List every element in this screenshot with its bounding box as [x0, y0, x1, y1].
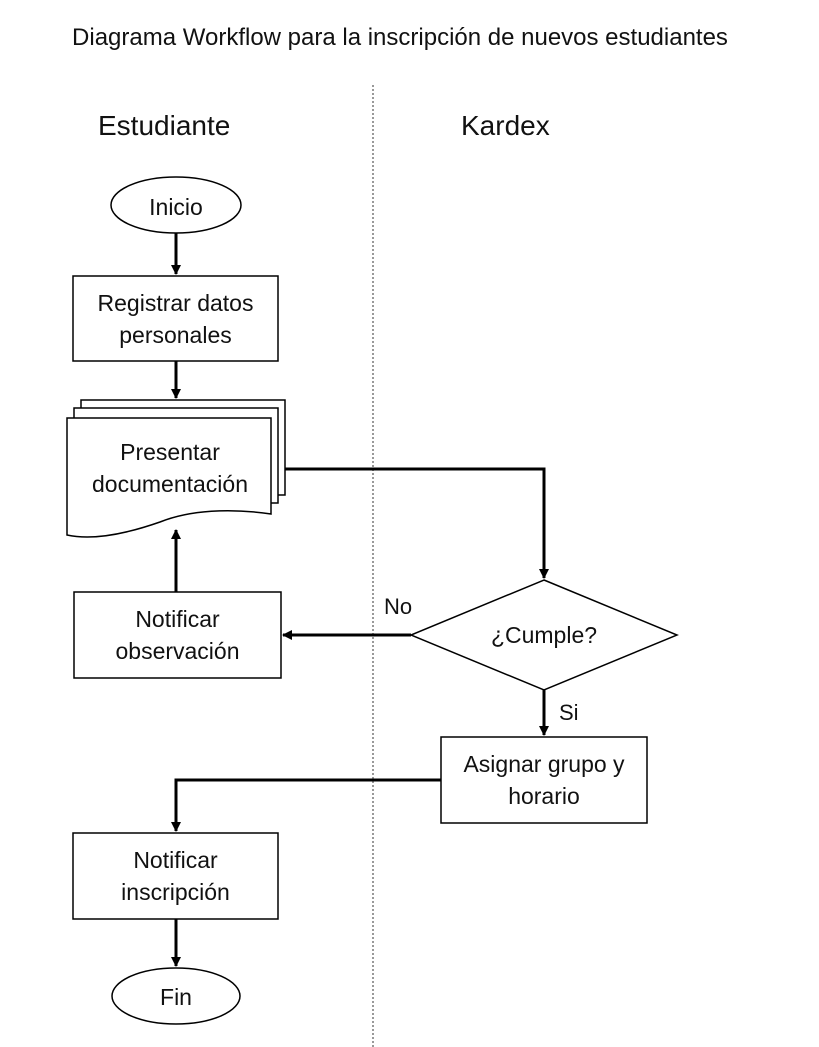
end-terminal — [111, 967, 241, 1025]
notify-enrollment-process — [72, 832, 279, 920]
assign-group-process — [440, 736, 648, 824]
cumple-label: ¿Cumple? — [490, 622, 598, 648]
fin-label: Fin — [160, 984, 192, 1010]
notificar-observacion-label: Notificar observación — [115, 606, 240, 664]
presentar-label: Presentar documentación — [92, 439, 248, 497]
notificar-inscripcion-label: Notificar inscripción — [121, 847, 230, 905]
inicio-label: Inicio — [149, 194, 203, 220]
lane-kardex-label: Kardex — [461, 110, 550, 141]
present-docs-multidocument — [66, 399, 286, 538]
asignar-label: Asignar grupo y horario — [463, 751, 625, 809]
registrar-label: Registrar datos personales — [97, 289, 254, 348]
edge-si-label: Si — [559, 700, 579, 725]
lane-estudiante-label: Estudiante — [98, 110, 231, 141]
arrow-presentar-to-cumple — [285, 467, 549, 579]
diagram-title: Diagrama Workflow para la inscripción de… — [72, 24, 728, 51]
register-data-process — [72, 275, 279, 362]
arrow-asignar-to-notificar-inscripcion — [171, 778, 441, 832]
edge-no-label: No — [384, 594, 413, 619]
